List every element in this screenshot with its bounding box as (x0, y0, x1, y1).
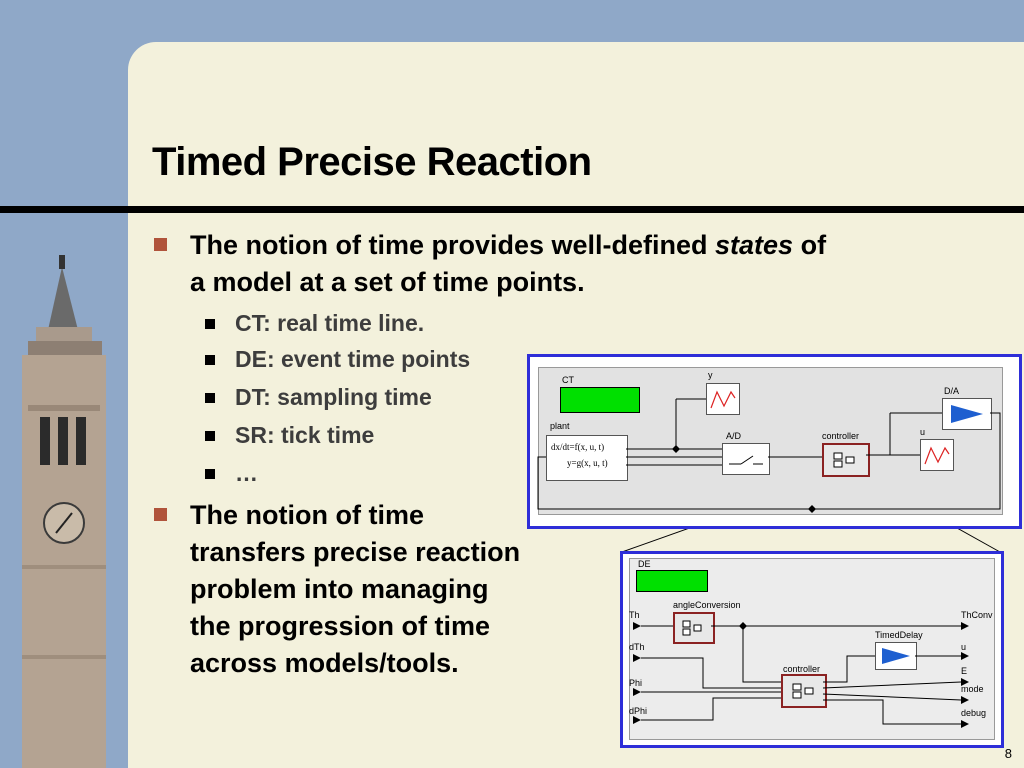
ct-wires (537, 398, 1001, 513)
de-output-thconv: ThConv (961, 610, 993, 620)
de-wires (633, 622, 969, 728)
de-input-dphi: dPhi (629, 706, 648, 716)
plant-label: plant (550, 421, 570, 431)
ad-block[interactable] (722, 443, 770, 475)
bullet-2-line1: The notion of time (190, 500, 424, 530)
bullet-2-line4: the progression of time (190, 611, 491, 641)
subbullet-de: DE: event time points (204, 346, 471, 372)
subbullet-sr: SR: tick time (204, 422, 375, 448)
da-block[interactable] (942, 398, 992, 430)
ad-label: A/D (726, 431, 742, 441)
bullet-1-text-end: of (793, 230, 827, 260)
de-controller-block[interactable] (781, 674, 827, 708)
ct-director-label: CT (562, 375, 574, 385)
plant-equation-2: y=g(x, u, t) (567, 458, 608, 468)
angle-conversion-label: angleConversion (673, 600, 741, 610)
de-input-th: Th (629, 610, 640, 620)
slide-title: Timed Precise Reaction (152, 140, 592, 184)
de-director-label: DE (638, 559, 651, 569)
ct-model-panel: CT plant dx/dt=f(x, u, t) y=g(x, u, t) y… (527, 354, 1022, 529)
bullet-1-line2: a model at a set of time points. (190, 267, 585, 297)
plant-block[interactable]: dx/dt=f(x, u, t) y=g(x, u, t) (546, 435, 628, 481)
timed-delay-block[interactable] (875, 642, 917, 670)
bullet-time-states: The notion of time provides well-defined… (153, 227, 827, 301)
de-input-dth: dTh (629, 642, 645, 652)
de-output-u: u (961, 642, 967, 652)
angle-conversion-block[interactable] (673, 612, 715, 644)
de-output-debug: debug (961, 708, 987, 718)
page-number: 8 (1004, 746, 1012, 761)
bullet-1-text: The notion of time provides well-defined (190, 230, 716, 260)
y-plotter-label: y (708, 370, 713, 380)
bullet-2-line3: problem into managing (190, 574, 489, 604)
de-input-phi: Phi (629, 678, 643, 688)
ct-controller-label: controller (822, 431, 860, 441)
plant-equation-1: dx/dt=f(x, u, t) (551, 442, 605, 452)
de-output-e: E (961, 666, 968, 676)
bullet-time-progression: The notion of time transfers precise rea… (153, 497, 521, 682)
bullet-1-emphasis: states (715, 230, 794, 260)
subbullet-dt: DT: sampling time (205, 384, 432, 410)
ct-controller-block[interactable] (822, 443, 870, 477)
de-director-icon[interactable] (636, 570, 708, 592)
de-model-panel: DE Th dTh Phi dPhi ThConv u E mode debug… (620, 551, 1004, 748)
da-label: D/A (944, 386, 960, 396)
de-controller-label: controller (783, 664, 821, 674)
u-plotter-block[interactable] (920, 439, 954, 471)
de-output-mode: mode (961, 684, 984, 694)
bullet-2-line5: across models/tools. (190, 648, 459, 678)
title-rule (0, 206, 1024, 213)
ct-director-icon[interactable] (560, 387, 640, 413)
subbullet-ellipsis: … (205, 460, 258, 486)
subbullet-ct: CT: real time line. (204, 310, 425, 336)
u-plotter-label: u (920, 427, 926, 437)
y-plotter-block[interactable] (706, 383, 740, 415)
campanile-tower-image (22, 255, 106, 768)
timed-delay-label: TimedDelay (875, 630, 923, 640)
bullet-2-line2: transfers precise reaction (190, 537, 521, 567)
